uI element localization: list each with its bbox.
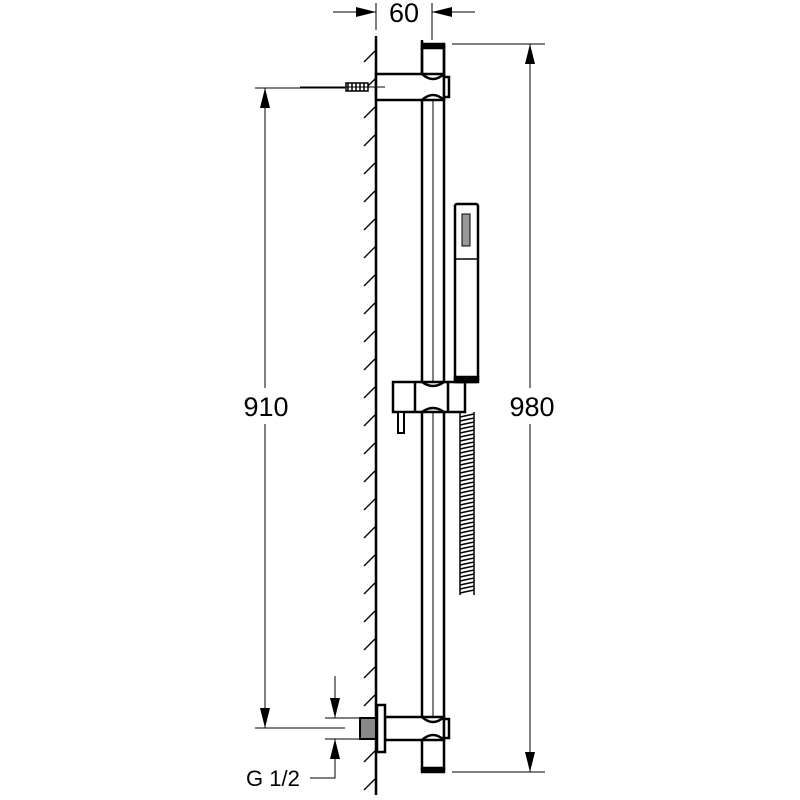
dimension-total-height: 980 <box>452 43 555 773</box>
hatch-line <box>363 385 377 399</box>
hatch-line <box>363 329 377 343</box>
depth-label: 60 <box>389 0 419 28</box>
bottom-wall-bracket <box>359 703 451 754</box>
top-wall-bracket <box>300 40 451 102</box>
hatch-line <box>363 553 377 567</box>
hatch-line <box>363 49 377 63</box>
hand-shower <box>453 202 480 384</box>
hatch-line <box>363 133 377 147</box>
hatch-line <box>363 609 377 623</box>
hatch-line <box>363 581 377 595</box>
hatch-line <box>363 273 377 287</box>
wall-anchor <box>300 82 385 92</box>
dimension-depth: 60 <box>333 0 475 40</box>
hatch-line <box>363 105 377 119</box>
hatch-line <box>363 189 377 203</box>
dimension-mount-spacing: 910 <box>243 87 345 729</box>
dimension-connection: G 1/2 <box>246 676 360 791</box>
hatch-line <box>363 525 377 539</box>
hatch-line <box>363 749 377 763</box>
mount-spacing-label: 910 <box>243 392 288 422</box>
connection-label: G 1/2 <box>246 766 300 791</box>
wall <box>363 36 378 795</box>
hatch-line <box>363 469 377 483</box>
hatch-line <box>363 301 377 315</box>
hatch-line <box>363 665 377 679</box>
shower-hose <box>459 412 475 595</box>
hatch-line <box>363 693 377 707</box>
total-height-label: 980 <box>509 392 554 422</box>
hatch-line <box>363 217 377 231</box>
hatch-line <box>363 497 377 511</box>
hatch-line <box>363 413 377 427</box>
hatch-line <box>363 441 377 455</box>
hatch-line <box>363 637 377 651</box>
hatch-line <box>363 777 377 791</box>
shower-slider <box>391 380 467 434</box>
hatch-line <box>363 161 377 175</box>
hatch-line <box>363 245 377 259</box>
hatch-line <box>363 357 377 371</box>
